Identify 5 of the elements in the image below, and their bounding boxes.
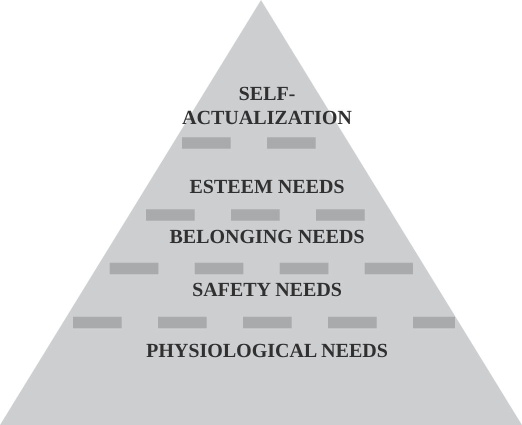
level-label: SELF-ACTUALIZATION [182, 82, 352, 130]
level-label: BELONGING NEEDS [169, 224, 365, 248]
level-label: SAFETY NEEDS [192, 278, 342, 302]
level-label: PHYSIOLOGICAL NEEDS [146, 338, 388, 363]
level-label: ESTEEM NEEDS [189, 174, 345, 198]
